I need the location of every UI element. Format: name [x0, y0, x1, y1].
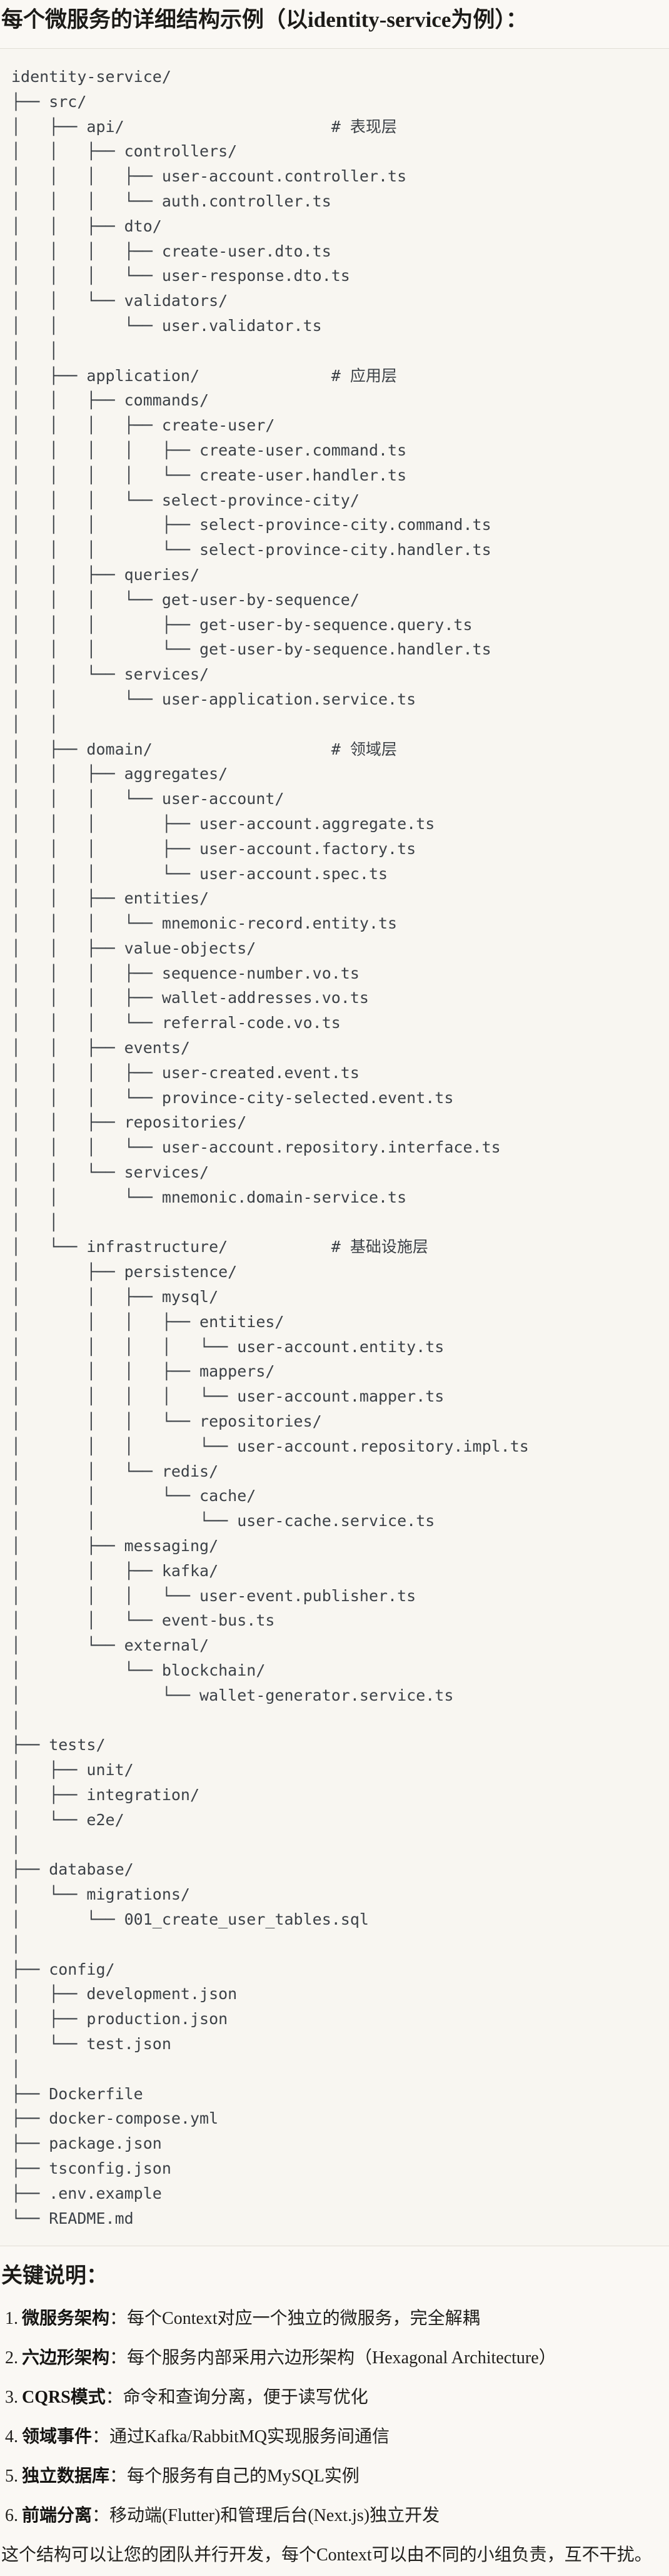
note-item-6: 6.前端分离：移动端(Flutter)和管理后台(Next.js)独立开发 — [5, 2505, 663, 2527]
note-text: ：每个Context对应一个独立的微服务，完全解耦 — [109, 2309, 480, 2329]
note-item-5: 5.独立数据库：每个服务有自己的MySQL实例 — [5, 2466, 663, 2487]
notes-heading: 关键说明： — [1, 2264, 108, 2288]
note-label: 独立数据库 — [22, 2467, 110, 2487]
closing-paragraph: 这个结构可以让您的团队并行开发，每个Context可以由不同的小组负责，互不干扰… — [1, 2545, 652, 2565]
note-item-4: 4.领域事件：通过Kafka/RabbitMQ实现服务间通信 — [5, 2426, 663, 2448]
note-item-1: 1.微服务架构：每个Context对应一个独立的微服务，完全解耦 — [5, 2308, 663, 2329]
key-notes-section: 关键说明： 1.微服务架构：每个Context对应一个独立的微服务，完全解耦 2… — [0, 2263, 669, 2576]
page-title: 每个微服务的详细结构示例（以identity-service为例）： — [1, 8, 528, 32]
note-item-2: 2.六边形架构：每个服务内部采用六边形架构（Hexagonal Architec… — [5, 2348, 663, 2369]
note-number: 2. — [5, 2348, 18, 2368]
note-text: ：每个服务有自己的MySQL实例 — [109, 2467, 360, 2487]
note-label: CQRS模式 — [22, 2388, 106, 2408]
note-text: ：移动端(Flutter)和管理后台(Next.js)独立开发 — [92, 2506, 440, 2526]
note-item-3: 3.CQRS模式：命令和查询分离，便于读写优化 — [5, 2387, 663, 2408]
note-number: 6. — [5, 2506, 18, 2526]
note-text: ：每个服务内部采用六边形架构（Hexagonal Architecture） — [109, 2348, 556, 2368]
note-label: 微服务架构 — [22, 2309, 110, 2329]
note-label: 领域事件 — [22, 2427, 93, 2447]
note-number: 1. — [5, 2309, 18, 2329]
note-number: 5. — [5, 2467, 18, 2487]
note-label: 前端分离 — [22, 2506, 93, 2526]
file-tree-code-block: identity-service/ ├── src/ │ ├── api/ # … — [0, 48, 669, 2247]
note-number: 4. — [5, 2427, 18, 2447]
note-number: 3. — [5, 2388, 18, 2408]
note-text: ：通过Kafka/RabbitMQ实现服务间通信 — [92, 2427, 390, 2447]
note-text: ：命令和查询分离，便于读写优化 — [105, 2388, 368, 2408]
note-label: 六边形架构 — [22, 2348, 110, 2368]
